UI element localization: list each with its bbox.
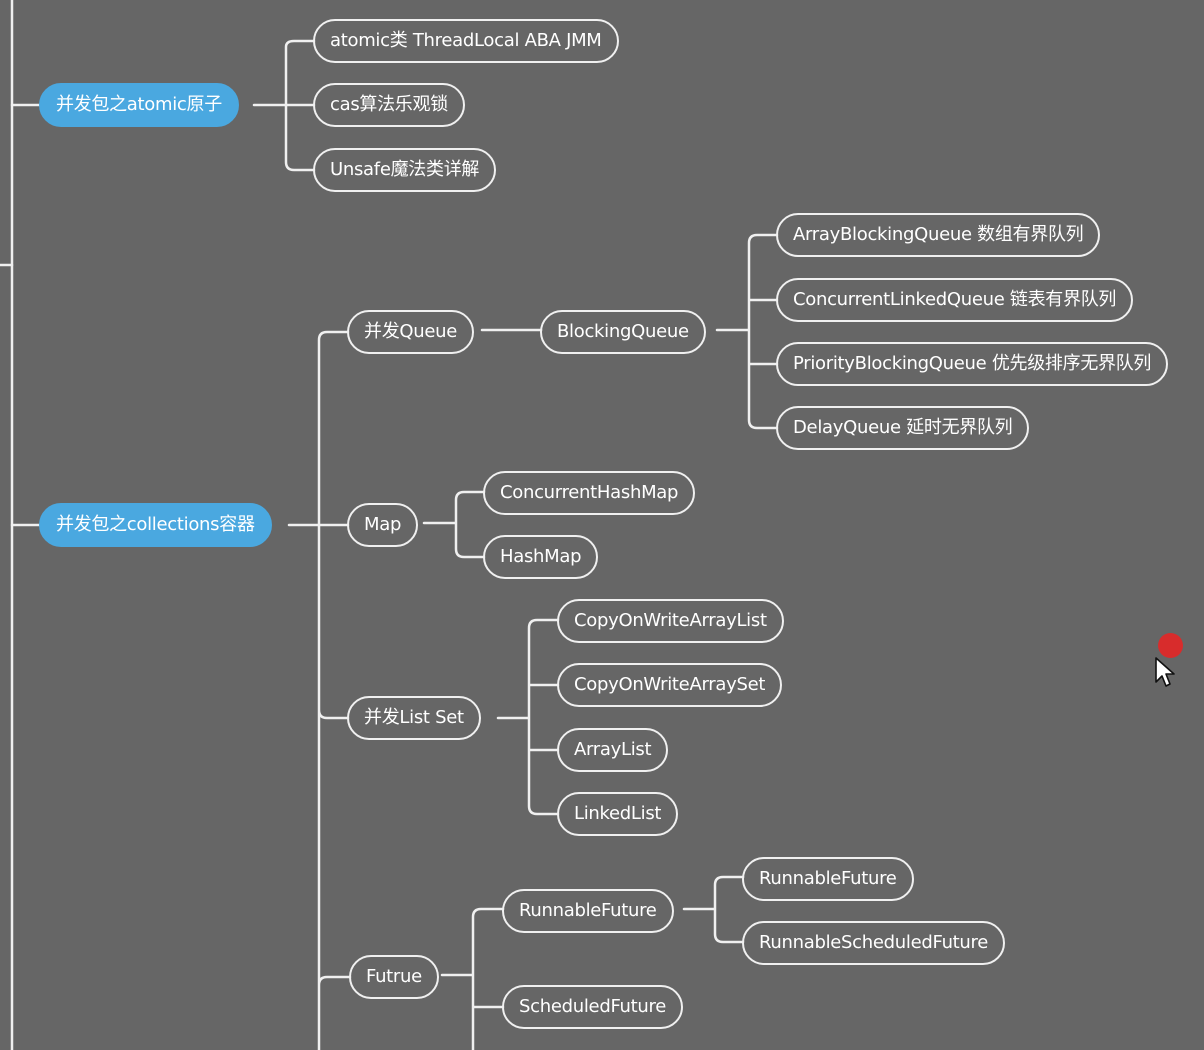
node-collections[interactable]: 并发包之collections容器 bbox=[39, 503, 272, 547]
node-atomic[interactable]: 并发包之atomic原子 bbox=[39, 83, 239, 127]
connector-atomic-children bbox=[252, 39, 316, 172]
node-runnablefuture-child-1[interactable]: RunnableFuture bbox=[742, 857, 914, 901]
node-future[interactable]: Futrue bbox=[349, 955, 439, 999]
node-runnable-future[interactable]: RunnableFuture bbox=[502, 889, 674, 933]
connector-listset-children bbox=[496, 618, 560, 816]
node-scheduled-future[interactable]: ScheduledFuture bbox=[502, 985, 683, 1029]
node-map-child-2[interactable]: HashMap bbox=[483, 535, 599, 579]
node-blocking-child-3[interactable]: PriorityBlockingQueue 优先级排序无界队列 bbox=[776, 342, 1169, 386]
node-map-child-1[interactable]: ConcurrentHashMap bbox=[483, 471, 696, 515]
node-blocking-child-2[interactable]: ConcurrentLinkedQueue 链表有界队列 bbox=[776, 278, 1134, 322]
mouse-pointer-icon bbox=[1155, 657, 1175, 687]
connector-collections-children bbox=[287, 330, 352, 1050]
recording-indicator-dot bbox=[1158, 633, 1183, 658]
node-list-set[interactable]: 并发List Set bbox=[347, 696, 481, 740]
connector-runnablefuture-children bbox=[682, 875, 745, 944]
node-map[interactable]: Map bbox=[347, 503, 419, 547]
connector-blocking-children bbox=[715, 233, 779, 430]
connector-future-children bbox=[440, 907, 505, 1050]
node-listset-child-2[interactable]: CopyOnWriteArraySet bbox=[557, 663, 783, 707]
node-blocking-child-1[interactable]: ArrayBlockingQueue 数组有界队列 bbox=[776, 213, 1101, 257]
connector-map-children bbox=[422, 490, 486, 559]
node-runnablefuture-child-2[interactable]: RunnableScheduledFuture bbox=[742, 921, 1006, 965]
node-blocking-queue[interactable]: BlockingQueue bbox=[540, 310, 706, 354]
node-blocking-child-4[interactable]: DelayQueue 延时无界队列 bbox=[776, 406, 1030, 450]
node-atomic-child-2[interactable]: cas算法乐观锁 bbox=[313, 83, 465, 127]
node-atomic-child-3[interactable]: Unsafe魔法类详解 bbox=[313, 148, 497, 192]
node-listset-child-1[interactable]: CopyOnWriteArrayList bbox=[557, 599, 784, 643]
node-listset-child-3[interactable]: ArrayList bbox=[557, 728, 669, 772]
node-queue[interactable]: 并发Queue bbox=[347, 310, 475, 354]
node-atomic-child-1[interactable]: atomic类 ThreadLocal ABA JMM bbox=[313, 19, 619, 63]
node-listset-child-4[interactable]: LinkedList bbox=[557, 792, 679, 836]
